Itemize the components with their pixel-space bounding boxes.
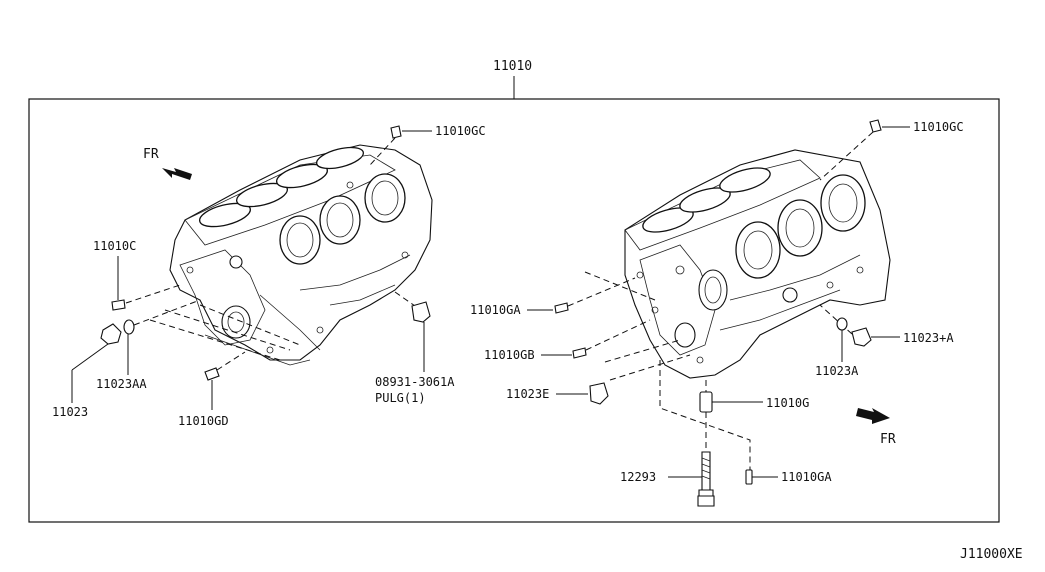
right-label-ga-top: 11010GA (470, 303, 521, 317)
right-ga-bottom-dowel (745, 469, 753, 485)
right-engine-block (624, 149, 891, 379)
left-label-plug-part: 08931-3061A (375, 375, 455, 389)
right-washer-11023a (836, 317, 848, 331)
left-engine-block (169, 144, 433, 366)
left-gc-dowel (390, 125, 402, 139)
left-label-plug-name: PULG(1) (375, 391, 426, 405)
left-label-gc: 11010GC (435, 124, 486, 138)
right-plug-11023a-plus (851, 327, 872, 347)
left-front-label: FR (143, 147, 159, 162)
right-label-gc: 11010GC (913, 120, 964, 134)
right-label-a: 11023A (815, 364, 859, 378)
left-label-c: 11010C (93, 239, 136, 253)
right-label-ga-bottom: 11010GA (781, 470, 832, 484)
right-gc-dowel (869, 119, 882, 133)
right-label-a-plus: 11023+A (903, 331, 954, 345)
left-label-aa: 11023AA (96, 377, 147, 391)
diagram-frame (28, 98, 1000, 523)
right-plug-11023e (589, 382, 609, 405)
left-label-gd: 11010GD (178, 414, 229, 428)
left-plug-08931 (411, 301, 431, 323)
right-label-bolt: 12293 (620, 470, 656, 484)
left-front-arrow-icon (162, 168, 192, 180)
left-washer-11023aa (123, 319, 135, 335)
left-gd-dowel (204, 367, 220, 381)
right-bolt-12293 (697, 451, 715, 507)
left-plug-11023 (100, 323, 122, 345)
right-front-label: FR (880, 432, 896, 447)
left-label-plug-11023: 11023 (52, 405, 88, 419)
assembly-number: 11010 (493, 59, 532, 74)
right-sleeve-11010g (699, 391, 713, 413)
right-ga-top-dowel (554, 302, 569, 314)
right-label-g: 11010G (766, 396, 809, 410)
right-label-gb: 11010GB (484, 348, 535, 362)
right-gb-dowel (572, 347, 587, 359)
right-label-e: 11023E (506, 387, 549, 401)
left-c-dowel (111, 299, 126, 311)
footer-code: J11000XE (960, 547, 1023, 562)
right-front-arrow-icon (856, 408, 890, 424)
